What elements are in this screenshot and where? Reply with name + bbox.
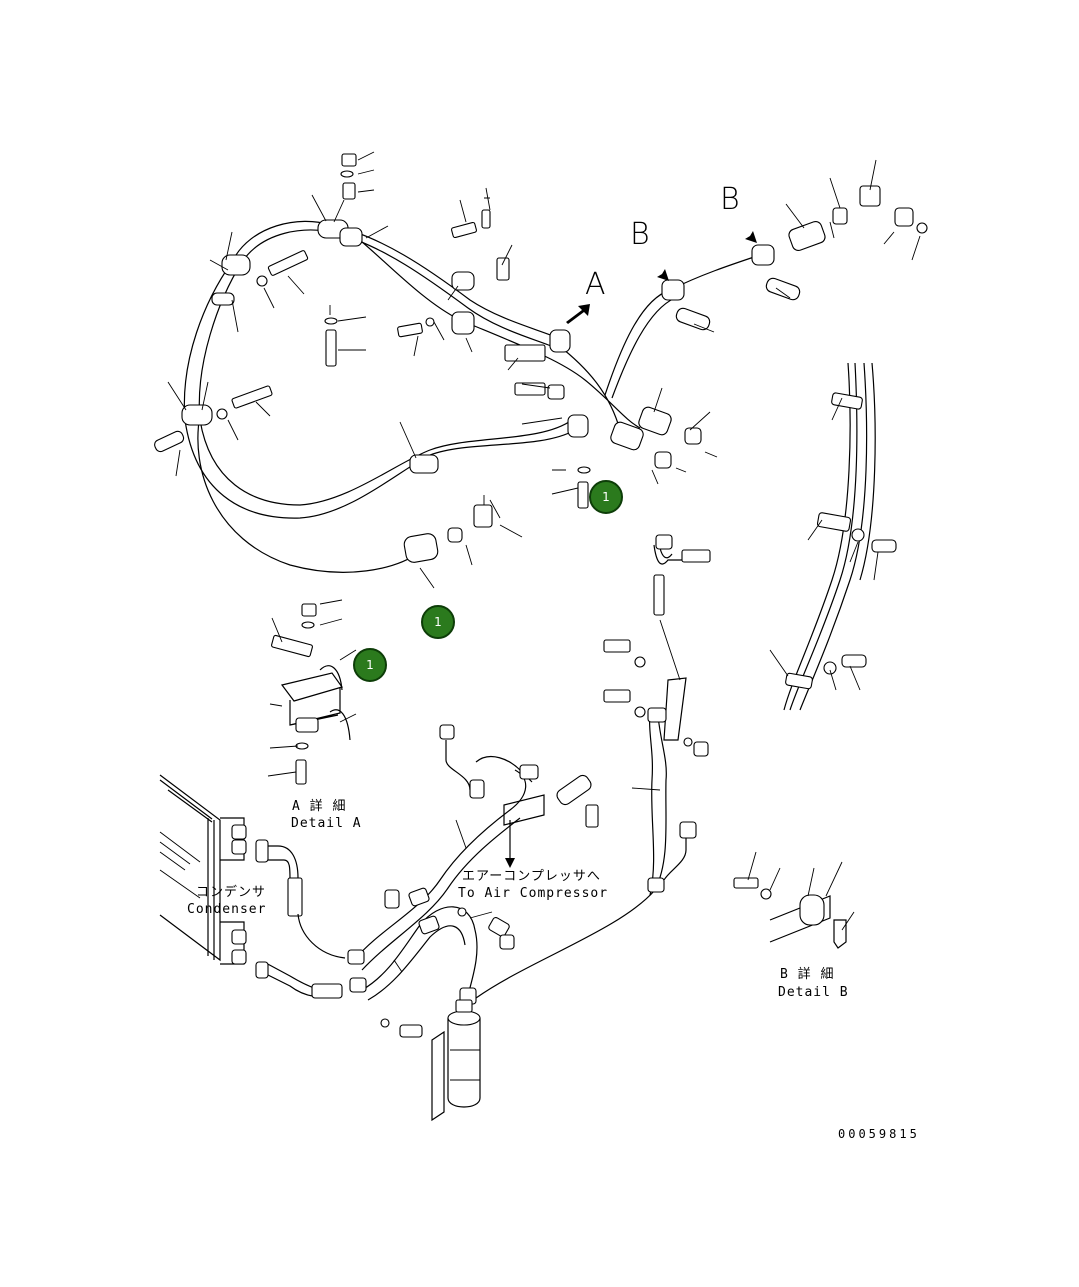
loop-clamps: [181, 219, 589, 474]
condenser-label-jp: コンデンサ: [196, 885, 267, 900]
part-marker-1[interactable]: 1: [589, 480, 623, 514]
leader-lines: [167, 151, 921, 589]
view-label-b: B: [630, 217, 650, 252]
drawing-number: 00059815: [838, 1127, 920, 1141]
condenser-unit: [159, 774, 343, 999]
detail-a-drawing: [267, 599, 357, 785]
condenser-label-en: Condenser: [187, 902, 267, 917]
hose-assembly-bottom: [297, 709, 667, 1122]
view-arrows: [566, 224, 757, 324]
detail-a-label-en: Detail A: [291, 816, 362, 831]
view-label-a: A: [585, 267, 606, 302]
hose-connectors: [403, 406, 718, 563]
air-compressor-label-en: To Air Compressor: [458, 886, 609, 901]
part-marker-2[interactable]: 1: [421, 605, 455, 639]
detail-a-label-jp: A 詳 細: [292, 799, 347, 814]
hose-b-route: [604, 185, 928, 399]
air-compressor-label-jp: エアーコンプレッサへ: [462, 869, 601, 884]
view-label-b-2: B: [720, 182, 740, 217]
hose-right-center: [393, 534, 711, 973]
detail-b-drawing: [733, 851, 855, 949]
part-marker-3[interactable]: 1: [353, 648, 387, 682]
detail-b-label-en: Detail B: [778, 985, 849, 1000]
detail-b-label-jp: B 詳 細: [780, 967, 835, 982]
right-rail: [769, 362, 897, 711]
fasteners: [154, 153, 591, 509]
